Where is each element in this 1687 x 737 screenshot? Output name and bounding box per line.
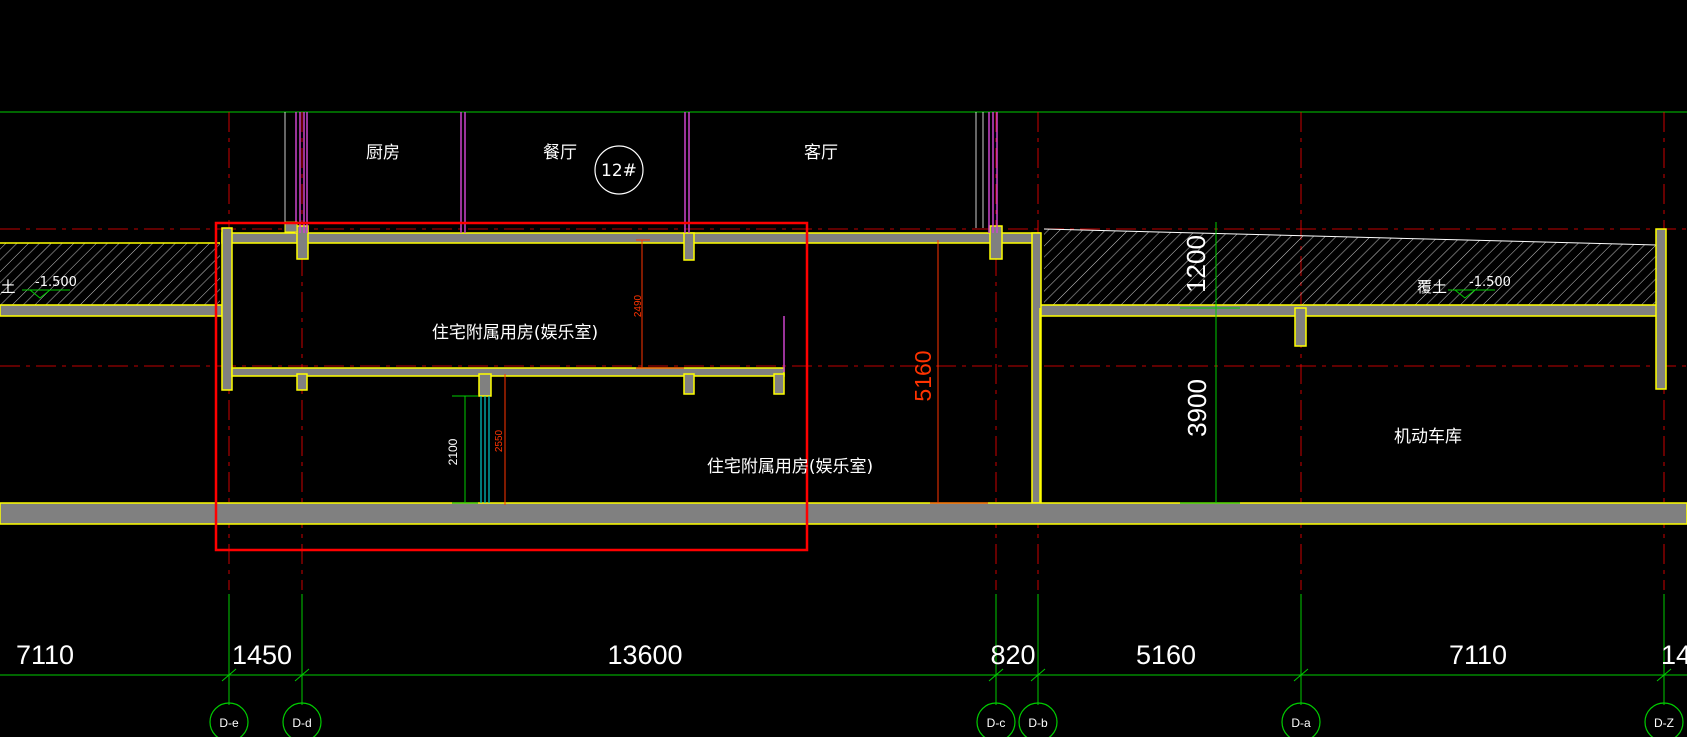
- middle-slab: [231, 367, 785, 377]
- axis-bubbles: [209, 702, 1684, 737]
- wall-left: [221, 227, 233, 391]
- span-dim-6: 7110: [1449, 640, 1507, 670]
- dim-garage-line: [1180, 222, 1240, 504]
- level-label-left: -1.500: [35, 275, 77, 290]
- fill-label-right: 覆土: [1417, 278, 1447, 296]
- span-dim-4: 820: [990, 640, 1035, 670]
- axis-label-5: D-a: [1291, 716, 1311, 730]
- span-dim-1: 7110: [16, 640, 74, 670]
- beam-right: [1294, 307, 1307, 347]
- span-dim-7: 14: [1661, 640, 1687, 670]
- dim-2490: 2490: [633, 294, 644, 317]
- earth-fill-right: [1044, 229, 1658, 308]
- level-marker-right: [1448, 289, 1495, 299]
- axis-label-1: D-e: [219, 716, 239, 730]
- room-label-annex-upper: 住宅附属用房(娱乐室): [432, 323, 598, 343]
- axis-label-3: D-c: [987, 716, 1006, 730]
- room-label-dining: 餐厅: [543, 143, 577, 163]
- upper-wall-lines: [284, 112, 984, 228]
- dim-2100: 2100: [446, 438, 460, 465]
- slab-right-roof: [1039, 304, 1661, 317]
- earth-fill-left: [0, 243, 220, 313]
- room-label-garage: 机动车库: [1394, 427, 1462, 447]
- level-label-right: -1.500: [1469, 275, 1511, 290]
- level-marker-left: [22, 289, 70, 299]
- dim-2100-line: [452, 395, 478, 504]
- dim-2490-line: [636, 239, 684, 369]
- dim-2550: 2550: [494, 429, 505, 452]
- wall-far-right: [1655, 228, 1667, 390]
- dim-3900: 3900: [1182, 379, 1212, 437]
- room-label-living: 客厅: [804, 143, 838, 163]
- dim-1200: 1200: [1181, 235, 1211, 293]
- fill-label-left: 土: [0, 278, 15, 296]
- axis-label-6: D-Z: [1654, 716, 1674, 730]
- room-label-annex-lower: 住宅附属用房(娱乐室): [707, 457, 873, 477]
- span-dim-3: 13600: [607, 640, 682, 670]
- span-dim-5: 5160: [1136, 640, 1196, 670]
- upper-windows: [295, 112, 998, 372]
- upper-slab: [221, 232, 1041, 244]
- ground-slab: [0, 502, 1687, 525]
- slab-left: [0, 304, 223, 317]
- highlight-selection-box[interactable]: [214, 221, 809, 552]
- span-dimension-chain: [0, 594, 1687, 705]
- dim-5160-vertical: 5160: [910, 350, 936, 401]
- room-label-kitchen: 厨房: [366, 143, 400, 163]
- dim-5160-vertical-line: [930, 240, 988, 504]
- axis-label-4: D-b: [1028, 716, 1048, 730]
- building-number: 12#: [601, 161, 637, 181]
- span-dim-2: 1450: [232, 640, 292, 670]
- stair-lines: [480, 396, 490, 503]
- building-number-circle: [594, 145, 644, 195]
- axis-label-2: D-d: [292, 716, 311, 730]
